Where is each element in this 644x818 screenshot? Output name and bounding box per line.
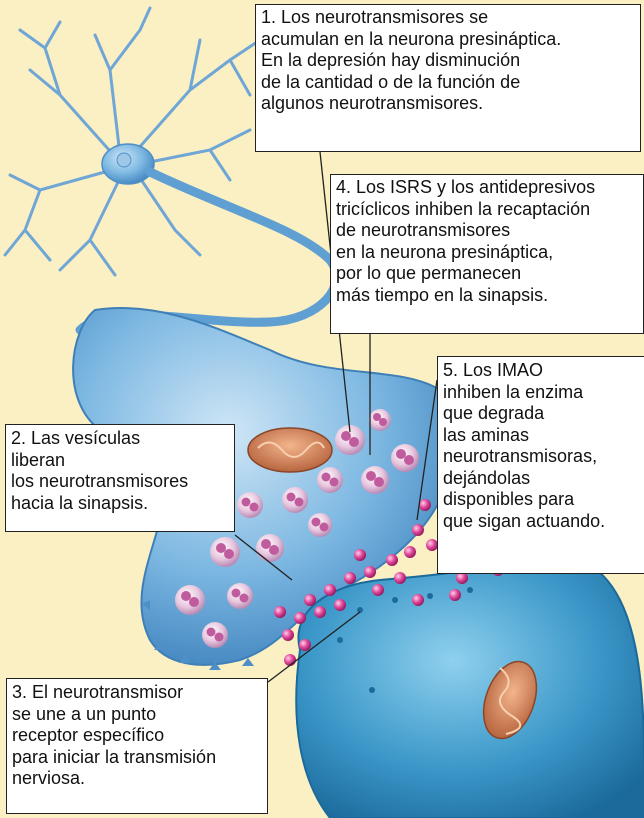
callout-5-line: las aminas xyxy=(443,425,639,447)
callout-2-line: 2. Las vesículas xyxy=(11,428,229,450)
callout-3-line: se une a un punto xyxy=(12,704,262,726)
callout-5-line: que degrada xyxy=(443,403,639,425)
callout-1-line: 1. Los neurotransmisores se xyxy=(261,7,635,29)
callout-3-line: nerviosa. xyxy=(12,768,262,790)
callout-1-line: de la cantidad o de la función de xyxy=(261,72,635,94)
callout-1-line: En la depresión hay disminución xyxy=(261,50,635,72)
callout-4-line: tricíclicos inhiben la recaptación xyxy=(336,199,638,221)
vesicle xyxy=(237,492,263,518)
callout-1-line: acumulan en la neurona presináptica. xyxy=(261,29,635,51)
callout-step-4: 4. Los ISRS y los antidepresivos tricícl… xyxy=(330,174,644,334)
vesicle xyxy=(369,409,391,431)
callout-step-3: 3. El neurotransmisor se une a un punto … xyxy=(6,678,268,814)
nucleus xyxy=(117,153,131,167)
callout-2-line: hacia la sinapsis. xyxy=(11,493,229,515)
vesicle xyxy=(308,513,332,537)
callout-step-2: 2. Las vesículas liberan los neurotransm… xyxy=(5,424,235,532)
callout-2-line: los neurotransmisores xyxy=(11,471,229,493)
callout-5-line: neurotransmisoras, xyxy=(443,446,639,468)
callout-step-5: 5. Los IMAO inhiben la enzima que degrad… xyxy=(437,356,644,574)
callout-5-line: 5. Los IMAO xyxy=(443,360,639,382)
vesicle xyxy=(175,585,205,615)
callout-3-line: 3. El neurotransmisor xyxy=(12,682,262,704)
postsynaptic-neuron xyxy=(296,556,644,818)
callout-1-line: algunos neurotransmisores. xyxy=(261,93,635,115)
callout-4-line: más tiempo en la sinapsis. xyxy=(336,285,638,307)
axon xyxy=(80,172,336,330)
callout-5-line: que sigan actuando. xyxy=(443,511,639,533)
vesicle xyxy=(361,466,389,494)
callout-step-1: 1. Los neurotransmisores se acumulan en … xyxy=(255,4,641,152)
presynaptic-neuron-cell-body xyxy=(5,8,260,275)
callout-4-line: en la neurona presináptica, xyxy=(336,242,638,264)
vesicle xyxy=(210,537,240,567)
callout-4-line: por lo que permanecen xyxy=(336,263,638,285)
callout-3-line: receptor específico xyxy=(12,725,262,747)
vesicle xyxy=(391,444,419,472)
callout-4-line: 4. Los ISRS y los antidepresivos xyxy=(336,177,638,199)
callout-4-line: de neurotransmisores xyxy=(336,220,638,242)
callout-5-line: inhiben la enzima xyxy=(443,382,639,404)
callout-5-line: disponibles para xyxy=(443,489,639,511)
vesicle xyxy=(202,622,228,648)
vesicle xyxy=(317,467,343,493)
vesicle xyxy=(282,487,308,513)
callout-3-line: para iniciar la transmisión xyxy=(12,747,262,769)
callout-5-line: dejándolas xyxy=(443,468,639,490)
vesicle xyxy=(256,534,284,562)
mitochondrion-presynaptic xyxy=(248,428,332,472)
callout-2-line: liberan xyxy=(11,450,229,472)
vesicle xyxy=(227,583,253,609)
